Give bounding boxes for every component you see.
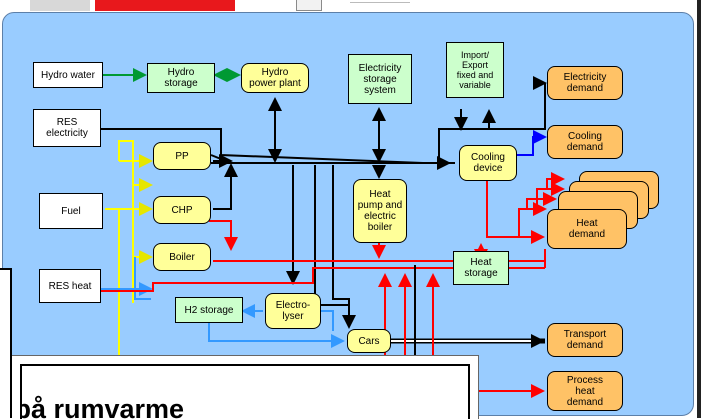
electricity-storage-box: Electricity storage system <box>348 54 412 104</box>
right-edge-bar-line <box>697 0 701 418</box>
overlay-window-bottom: t på rumvarme <box>12 355 479 419</box>
res-heat-label: RES heat <box>48 280 92 292</box>
hydro-power-plant-label: Hydro power plant <box>249 67 301 89</box>
chp-label: CHP <box>171 204 193 216</box>
cars-label: Cars <box>358 335 380 347</box>
electricity-storage-label: Electricity storage system <box>358 62 402 96</box>
top-strip-red-block <box>95 0 235 11</box>
heat-storage-label: Heat storage <box>464 257 498 279</box>
overlay-heading-text: t på rumvarme <box>22 394 185 419</box>
heat-demand-label: Heat demand <box>568 218 606 240</box>
h2-storage-label: H2 storage <box>184 304 234 316</box>
hydro-storage-label: Hydro storage <box>164 67 198 89</box>
boiler-box: Boiler <box>153 243 211 271</box>
electrolyser-box: Electro- lyser <box>265 293 321 329</box>
res-heat-box: RES heat <box>39 269 101 303</box>
energy-system-diagram: Hydro water Hydro storage Hydro power pl… <box>2 12 694 416</box>
import-export-label: Import/ Export fixed and variable <box>456 50 494 90</box>
hydro-water-box: Hydro water <box>33 62 103 88</box>
cars-box: Cars <box>347 329 391 353</box>
boiler-label: Boiler <box>169 251 195 263</box>
heat-pump-box: Heat pump and electric boiler <box>353 179 407 243</box>
hydro-power-plant-box: Hydro power plant <box>241 63 309 93</box>
process-heat-demand-box: Process heat demand <box>547 371 623 411</box>
electricity-demand-box: Electricity demand <box>547 66 623 100</box>
top-strip-tab <box>296 0 322 11</box>
top-strip-gray-block <box>30 0 90 11</box>
cooling-demand-label: Cooling demand <box>566 131 604 153</box>
cooling-demand-box: Cooling demand <box>547 125 623 159</box>
overlay-document-frame: t på rumvarme <box>20 364 470 419</box>
pp-label: PP <box>175 150 189 162</box>
transport-demand-label: Transport demand <box>563 329 607 351</box>
chp-box: CHP <box>153 196 211 224</box>
cooling-device-label: Cooling device <box>471 152 505 174</box>
electrolyser-label: Electro- lyser <box>275 300 311 322</box>
h2-storage-box: H2 storage <box>175 297 243 323</box>
cooling-device-box: Cooling device <box>459 145 517 181</box>
process-heat-demand-label: Process heat demand <box>566 374 604 408</box>
heat-pump-label: Heat pump and electric boiler <box>357 189 403 233</box>
res-electricity-box: RES electricity <box>33 109 101 147</box>
right-edge-bar <box>696 0 702 418</box>
pp-box: PP <box>153 142 211 170</box>
res-electricity-label: RES electricity <box>46 117 88 139</box>
heat-storage-box: Heat storage <box>453 251 509 285</box>
heat-demand-box: Heat demand <box>547 209 627 249</box>
top-window-strip <box>0 0 702 12</box>
overlay-window-left <box>0 268 12 418</box>
fuel-box: Fuel <box>39 193 103 229</box>
top-strip-line <box>350 2 410 3</box>
transport-demand-box: Transport demand <box>547 323 623 357</box>
hydro-storage-box: Hydro storage <box>147 63 215 93</box>
fuel-label: Fuel <box>61 205 81 217</box>
hydro-water-label: Hydro water <box>41 69 95 81</box>
electricity-demand-label: Electricity demand <box>563 72 607 94</box>
import-export-box: Import/ Export fixed and variable <box>446 42 504 98</box>
